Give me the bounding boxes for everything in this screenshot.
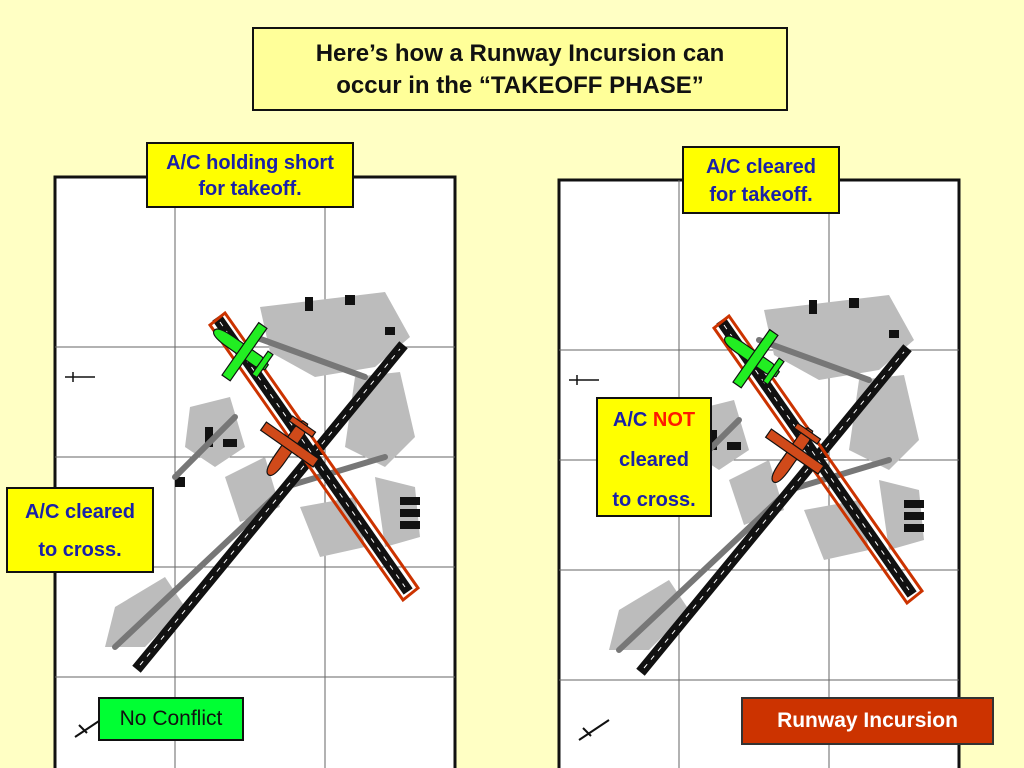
green-aircraft-icon bbox=[195, 303, 286, 395]
callout-cross-line-1: A/C cleared bbox=[24, 501, 136, 523]
status-runway-incursion: Runway Incursion bbox=[741, 697, 994, 745]
callout-takeoff-line-2: for takeoff. bbox=[709, 184, 813, 206]
red-aircraft-icon bbox=[241, 403, 333, 494]
callout-not-word: NOT bbox=[652, 409, 696, 431]
callout-takeoff-line-1: A/C cleared bbox=[705, 156, 817, 178]
callout-not-cleared-to-cross: A/C NOT cleared to cross. bbox=[596, 397, 712, 517]
callout-cleared-to-cross: A/C cleared to cross. bbox=[6, 487, 154, 573]
callout-cleared-for-takeoff: A/C cleared for takeoff. bbox=[682, 146, 840, 214]
callout-holding-line-1: A/C holding short bbox=[166, 152, 334, 174]
callout-not-line-2: cleared bbox=[618, 449, 690, 471]
callout-not-line-1: A/C NOT bbox=[598, 400, 710, 440]
green-aircraft-icon bbox=[706, 310, 797, 402]
status-no-conflict: No Conflict bbox=[98, 697, 244, 741]
slide-title: Here’s how a Runway Incursion can occur … bbox=[252, 27, 788, 111]
callout-not-line-3: to cross. bbox=[612, 489, 696, 511]
callout-not-prefix: A/C bbox=[612, 409, 653, 431]
callout-holding-line-2: for takeoff. bbox=[198, 178, 302, 200]
title-line-1: Here’s how a Runway Incursion can bbox=[315, 40, 725, 67]
callout-holding-short: A/C holding short for takeoff. bbox=[146, 142, 354, 208]
callout-cross-line-2: to cross. bbox=[38, 539, 122, 561]
red-aircraft-icon bbox=[746, 410, 838, 501]
title-line-2: occur in the “TAKEOFF PHASE” bbox=[336, 72, 704, 99]
